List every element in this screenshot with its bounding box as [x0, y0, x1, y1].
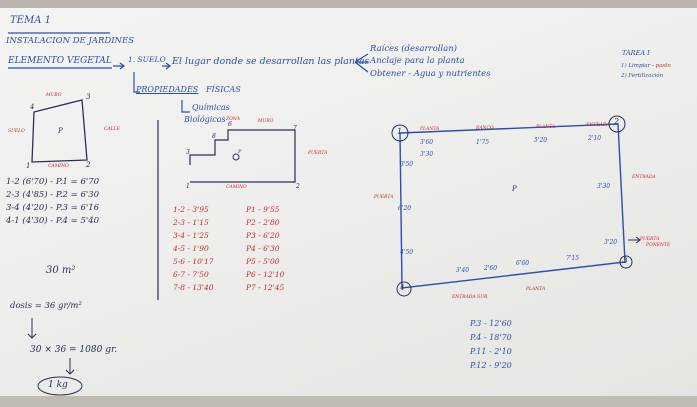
mid-col1-row6: 6-7 - 7'50 — [173, 270, 209, 279]
mid-col1-row3: 3-4 - 1'25 — [173, 231, 209, 240]
right-side-label-4: PLANTA — [526, 287, 546, 292]
quimicas-label: Químicas — [192, 103, 230, 112]
title-label: INSTALACION DE JARDINES — [6, 36, 135, 46]
bullet-anchor: Anclaje para la planta — [370, 56, 465, 66]
right-dim-3: 5'20 — [534, 137, 548, 144]
mid-corner-1: 1 — [186, 183, 190, 190]
right-dim-1: 3'60 — [420, 139, 434, 146]
right-dim-2: 1'75 — [476, 139, 490, 146]
mid-col1-row4: 4-5 - 1'90 — [173, 244, 209, 253]
kg-text: 1 kg — [48, 380, 68, 390]
right-top-label-3: PLANTA — [536, 125, 556, 130]
right-top-label-2: BANCO — [476, 126, 494, 131]
right-dim-11: 7'15 — [566, 255, 580, 262]
mid-col2-row5: P5 - 5'00 — [246, 257, 280, 266]
mid-center-p: P — [238, 149, 242, 155]
left-measure-1: 1-2 (6'70) - P.1 = 6'70 — [6, 177, 100, 187]
mid-col2-row2: P2 - 2'80 — [246, 218, 280, 227]
right-corner-2: 2 — [614, 117, 620, 126]
left-measure-4: 4-1 (4'30) - P.4 = 5'40 — [6, 216, 100, 226]
mid-col2-row1: P1 - 9'55 — [246, 205, 280, 214]
bullet-nutrients: Obtener - Agua y nutrientes — [370, 69, 491, 79]
right-total-2: P.4 - 18'70 — [470, 333, 512, 342]
right-dim-13: 3'40 — [456, 267, 470, 274]
biologicas-label: Biológicas — [184, 115, 226, 124]
whiteboard-frame-top — [0, 0, 697, 8]
mid-col2-row4: P4 - 6'30 — [246, 244, 280, 253]
mid-camino-label: CAMINO — [226, 185, 247, 190]
element-label: ELEMENTO VEGETAL — [8, 56, 112, 66]
left-measure-2: 2-3 (4'85) - P.2 = 6'30 — [6, 190, 100, 200]
right-dim-14: 2'60 — [484, 265, 498, 272]
right-side-label-1: PUERTA — [374, 195, 394, 200]
mid-col2-row3: P3 - 6'20 — [246, 231, 280, 240]
mid-col2-row6: P6 - 12'10 — [246, 270, 285, 279]
right-corner-4: 4 — [400, 284, 405, 292]
mid-corner-8: 8 — [212, 133, 216, 140]
left-camino-label: CAMINO — [48, 164, 69, 169]
right-corner-1: 1 — [397, 127, 403, 136]
mid-muro-label: MURO — [258, 119, 274, 124]
propiedades-label: PROPIEDADES — [136, 85, 199, 94]
mid-col1-row7: 7-8 - 13'40 — [173, 283, 214, 292]
right-side-label-5: PUERTA — [640, 237, 660, 242]
right-total-1: P.3 - 12'60 — [470, 319, 512, 328]
mid-col1-row2: 2-3 - 1'15 — [173, 218, 209, 227]
suelo-label: 1. SUELO — [128, 55, 166, 64]
right-dim-8: 4'50 — [400, 249, 414, 256]
right-dim-9: 3'30 — [597, 183, 611, 190]
right-side-label-3: ENTRADA SUR — [452, 295, 488, 300]
left-corner-1: 1 — [26, 162, 31, 170]
mid-puerta-label: PUERTA — [308, 151, 328, 156]
tarea-line-1-text: 1) Limpiar - — [621, 63, 656, 69]
left-corner-3: 3 — [86, 93, 91, 101]
right-dim-7: 6'20 — [398, 205, 412, 212]
right-total-3: P.11 - 2'10 — [470, 347, 512, 356]
right-dim-6: 3'50 — [400, 161, 414, 168]
left-corner-4: 4 — [30, 103, 35, 111]
area-value: 30 m² — [46, 265, 76, 276]
tarea-line-2: 2) Fertilización — [621, 73, 664, 79]
right-dim-12: 6'60 — [516, 260, 530, 267]
right-side-label-2: ENTRADA — [632, 175, 656, 180]
right-top-label-1: PLANTA — [420, 127, 440, 132]
mid-corner-3: 3 — [186, 149, 190, 156]
mid-col1-row1: 1-2 - 3'95 — [173, 205, 209, 214]
right-total-4: P.12 - 9'20 — [470, 361, 512, 370]
fisicas-label: FÍSICAS — [206, 85, 241, 94]
tarea-title: TAREA I — [622, 49, 650, 57]
right-dim-5: 3'30 — [420, 151, 434, 158]
mid-corner-7: 7 — [293, 125, 297, 132]
tarea-line-1-red: pasto — [655, 63, 671, 69]
right-corner-3: 3 — [623, 257, 628, 265]
left-calle-label: CALLE — [104, 127, 120, 132]
definition-text: El lugar donde se desarrollan las planta… — [172, 56, 370, 67]
whiteboard-frame-bottom — [0, 396, 697, 407]
tarea-line-1: 1) Limpiar - pasto — [621, 63, 671, 70]
right-top-label-4: ENTRADA — [586, 123, 610, 128]
ponente-label: PONENTE — [646, 243, 671, 248]
dosis-text: dosis = 36 gr/m² — [10, 301, 82, 311]
mid-corner-2: 2 — [296, 183, 300, 190]
left-measure-3: 3-4 (4'20) - P.3 = 6'16 — [6, 203, 100, 213]
left-corner-2: 2 — [86, 161, 91, 169]
left-muro-label: MURO — [46, 93, 62, 98]
mid-zona-label: ZONA — [226, 117, 241, 122]
tema-label: TEMA 1 — [10, 15, 51, 26]
mid-corner-6: 6 — [228, 121, 232, 128]
mid-col2-row7: P7 - 12'45 — [246, 283, 285, 292]
right-center-p: P — [512, 185, 517, 193]
left-suelo-label: SUELO — [8, 129, 25, 134]
right-dim-10: 3'20 — [604, 239, 618, 246]
left-center-p: P — [58, 127, 63, 135]
right-dim-4: 2'10 — [588, 135, 602, 142]
result-text: 30 × 36 = 1080 gr. — [30, 345, 118, 355]
mid-col1-row5: 5-6 - 10'17 — [173, 257, 214, 266]
bullet-roots: Raíces (desarrollan) — [370, 44, 457, 54]
